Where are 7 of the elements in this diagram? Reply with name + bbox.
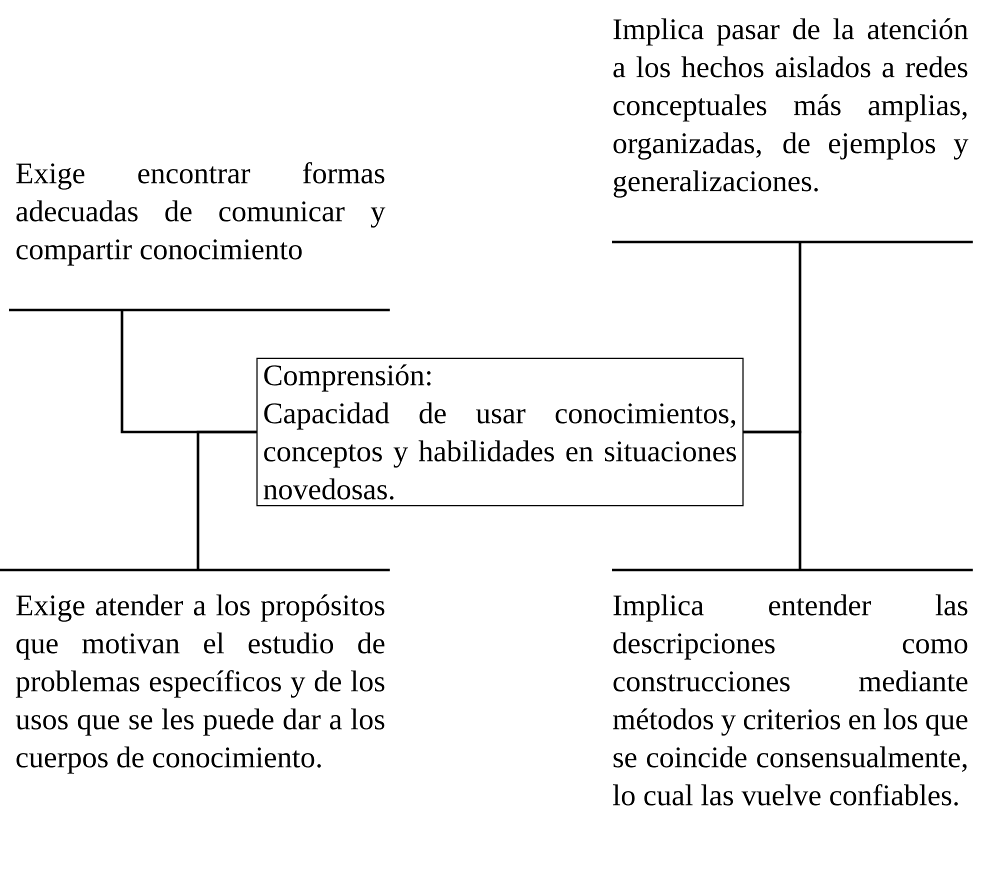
text-with-rule: Exige encontrar formas adecuadas de comunicar y compartir conocimiento: [9, 162, 390, 312]
text-with-rule: Implica pasar de la atención a los hechos aislados a redes conceptuales más amplias, organizadas, de ejemplos y generalizaciones.: [612, 18, 973, 244]
text-with-rule: Implica entender las descripciones como construcciones mediante métodos y criterios en los que se coincide consensualmente, lo cual las vuelve confiables.: [612, 568, 973, 806]
concept-box: Comprensión: Capacidad de usar conocimientos, conceptos y habilidades en situaciones novedosas.: [256, 358, 744, 506]
text-with-rule: Exige atender a los propósitos que motivan el estudio de problemas específicos y de los usos que se les puede dar a los cuerpos de conocimiento.: [0, 568, 390, 774]
connector-line: [196, 430, 256, 570]
connector-line: [744, 430, 802, 570]
